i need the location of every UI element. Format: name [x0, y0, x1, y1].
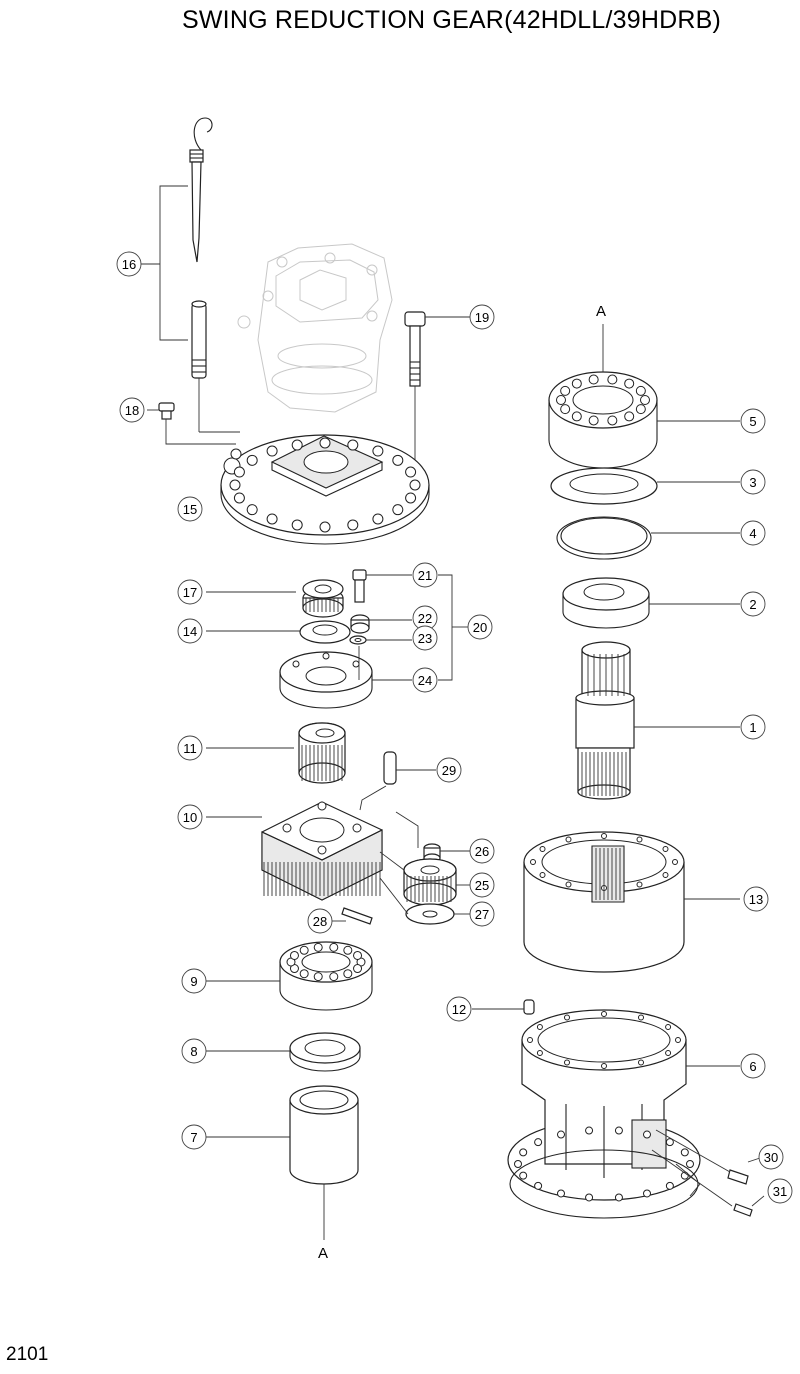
callout-23: 23 [412, 625, 438, 651]
callout-label: 24 [418, 673, 432, 688]
callout-label: 26 [475, 844, 489, 859]
callout-11: 11 [177, 735, 203, 761]
callout-label: 10 [183, 810, 197, 825]
dowel-pin-part [523, 999, 535, 1015]
callout-label: 17 [183, 585, 197, 600]
spring-pin-part [341, 907, 373, 925]
callout-balloons: 1234567891011121314151617181920212223242… [116, 251, 793, 1204]
callout-16: 16 [116, 251, 142, 277]
casing-pin-30-part [727, 1169, 749, 1185]
callout-22: 22 [412, 605, 438, 631]
callout-28: 28 [307, 908, 333, 934]
callout-label: 4 [749, 526, 756, 541]
callout-label: 30 [764, 1150, 778, 1165]
lower-bearing-part [279, 941, 373, 1011]
connection-mark-a-bottom: A [318, 1245, 328, 1262]
callout-label: 12 [452, 1002, 466, 1017]
callout-label: 31 [773, 1184, 787, 1199]
oil-seal-part [289, 1032, 361, 1072]
connection-mark-a-top: A [596, 303, 606, 320]
carrier-plate-part [279, 651, 373, 709]
callout-label: 15 [183, 502, 197, 517]
callout-5: 5 [740, 408, 766, 434]
callout-label: 14 [183, 624, 197, 639]
callout-label: 9 [190, 974, 197, 989]
callout-12: 12 [446, 996, 472, 1022]
callout-2: 2 [740, 591, 766, 617]
callout-17: 17 [177, 579, 203, 605]
callout-label: 8 [190, 1044, 197, 1059]
o-ring-part [556, 516, 652, 560]
callout-15: 15 [177, 496, 203, 522]
callout-label: 6 [749, 1059, 756, 1074]
page-title: SWING REDUCTION GEAR(42HDLL/39HDRB) [182, 6, 722, 34]
callout-21: 21 [412, 562, 438, 588]
callout-24: 24 [412, 667, 438, 693]
bolt-part [404, 311, 426, 387]
callout-label: 23 [418, 631, 432, 646]
callout-30: 30 [758, 1144, 784, 1170]
callout-label: 21 [418, 568, 432, 583]
callout-label: 2 [749, 597, 756, 612]
shim-ring-part [550, 467, 658, 505]
sun-gear-small-part [302, 579, 344, 618]
callout-29: 29 [436, 757, 462, 783]
callout-31: 31 [767, 1178, 793, 1204]
callout-8: 8 [181, 1038, 207, 1064]
callout-label: 18 [125, 403, 139, 418]
upper-bearing-part [548, 371, 658, 469]
small-washer-part [349, 635, 367, 645]
planet-washer-part [405, 903, 455, 925]
callout-label: 11 [183, 741, 197, 756]
callout-20: 20 [467, 614, 493, 640]
ring-gear-part [523, 831, 685, 973]
callout-label: 13 [749, 892, 763, 907]
dipstick-assembly [189, 117, 213, 379]
cover-flange-part [220, 434, 430, 545]
callout-26: 26 [469, 838, 495, 864]
callout-label: 28 [313, 914, 327, 929]
casing-pin-31-part [733, 1203, 753, 1217]
pinion-shaft-part [575, 641, 635, 800]
callout-label: 16 [122, 257, 136, 272]
callout-27: 27 [469, 901, 495, 927]
pin-part [383, 751, 397, 785]
callout-4: 4 [740, 520, 766, 546]
callout-25: 25 [469, 872, 495, 898]
callout-18: 18 [119, 397, 145, 423]
sleeve-part [289, 1085, 359, 1185]
callout-label: 5 [749, 414, 756, 429]
casing-part [507, 1009, 701, 1219]
callout-label: 22 [418, 611, 432, 626]
callout-label: 20 [473, 620, 487, 635]
collar-part [562, 577, 650, 629]
callout-label: 29 [442, 763, 456, 778]
planet-gear-part [403, 858, 457, 906]
thrust-washer-part [299, 620, 351, 644]
page-number: 2101 [6, 1344, 49, 1365]
callout-label: 7 [190, 1130, 197, 1145]
callout-14: 14 [177, 618, 203, 644]
callout-19: 19 [469, 304, 495, 330]
callout-10: 10 [177, 804, 203, 830]
callout-label: 25 [475, 878, 489, 893]
callout-6: 6 [740, 1053, 766, 1079]
callout-label: 27 [475, 907, 489, 922]
sun-gear-part [298, 722, 346, 784]
callout-13: 13 [743, 886, 769, 912]
callout-label: 19 [475, 310, 489, 325]
callout-label: 3 [749, 475, 756, 490]
screw-part [352, 569, 367, 603]
planet-carrier-part [261, 801, 383, 901]
callout-1: 1 [740, 714, 766, 740]
needle-bearing-part [350, 614, 370, 634]
callout-label: 1 [749, 720, 756, 735]
callout-7: 7 [181, 1124, 207, 1150]
swing-motor-outline [237, 243, 393, 413]
plug-part [158, 402, 175, 420]
callout-3: 3 [740, 469, 766, 495]
callout-9: 9 [181, 968, 207, 994]
